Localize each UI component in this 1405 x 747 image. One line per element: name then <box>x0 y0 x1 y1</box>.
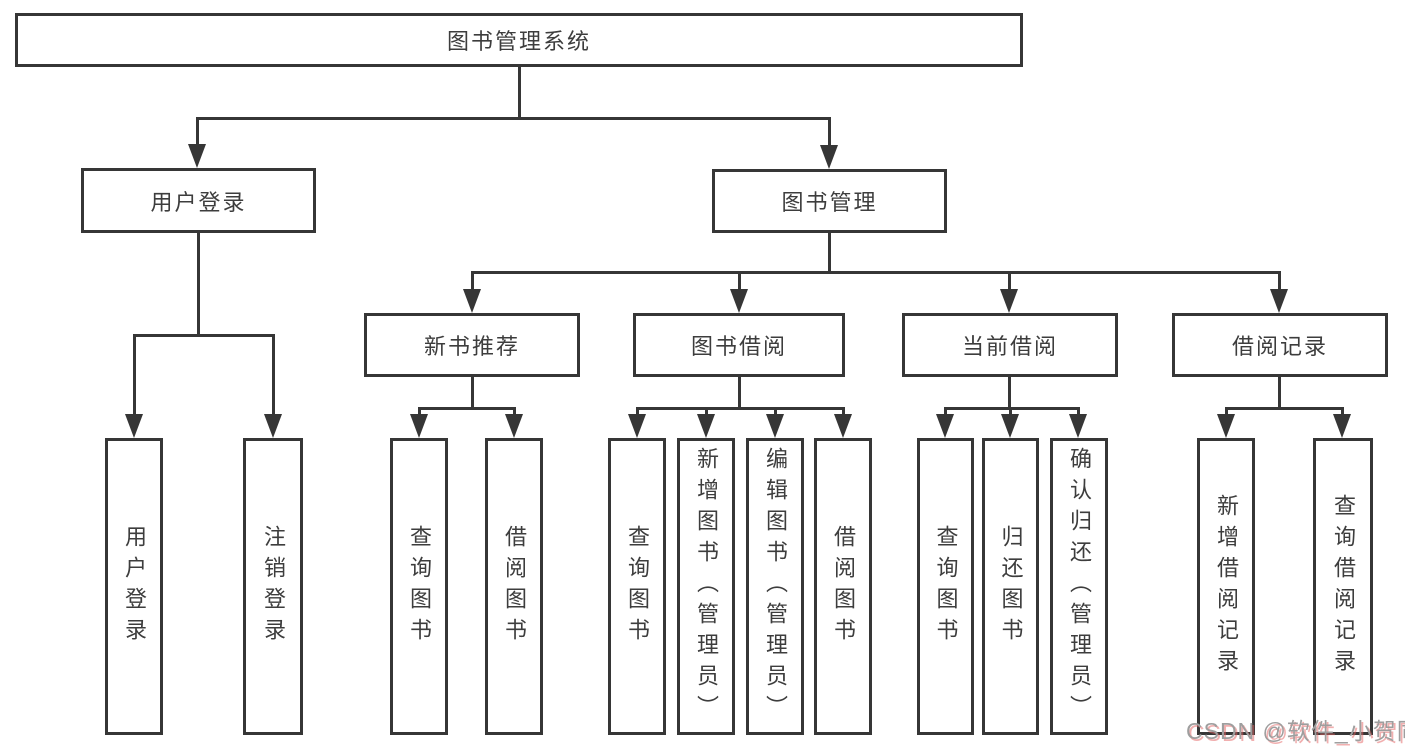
leaf-label: 新增图书（管理员） <box>694 447 719 726</box>
leaf-label: 用户登录 <box>122 524 147 649</box>
connector-line <box>196 117 199 147</box>
node-label: 图书借阅 <box>690 334 787 359</box>
leaf-label: 借阅图书 <box>831 524 856 649</box>
node-label: 图书管理系统 <box>446 29 591 54</box>
connector-arrow-down <box>834 414 852 438</box>
connector-line <box>828 231 831 273</box>
connector-line <box>705 407 708 417</box>
connector-line <box>636 407 845 410</box>
node-book-management: 图书管理 <box>712 169 947 233</box>
leaf-label: 编辑图书（管理员） <box>763 447 788 726</box>
connector-line <box>1225 407 1228 417</box>
connector-line <box>418 407 516 410</box>
connector-line <box>1009 407 1012 417</box>
connector-arrow-down <box>410 414 428 438</box>
connector-line <box>1341 407 1344 417</box>
leaf-query-borrow-record: 查询借阅记录 <box>1313 438 1373 735</box>
connector-line <box>197 231 200 336</box>
connector-arrow-down <box>505 414 523 438</box>
connector-arrow-down <box>820 145 838 169</box>
leaf-return-books: 归还图书 <box>982 438 1039 735</box>
connector-line <box>1077 407 1080 417</box>
connector-line <box>1008 271 1011 291</box>
leaf-confirm-return-admin: 确认归还（管理员） <box>1050 438 1108 735</box>
connector-arrow-down <box>1069 414 1087 438</box>
connector-line <box>944 407 947 417</box>
leaf-label: 借阅图书 <box>502 524 527 649</box>
connector-arrow-down <box>1270 289 1288 313</box>
connector-arrow-down <box>730 289 748 313</box>
leaf-add-borrow-record: 新增借阅记录 <box>1197 438 1255 735</box>
connector-line <box>196 117 831 120</box>
leaf-query-books-recommend: 查询图书 <box>390 438 448 735</box>
connector-line <box>828 117 831 147</box>
connector-line <box>518 66 521 119</box>
leaf-query-books-current: 查询图书 <box>917 438 974 735</box>
leaf-label: 注销登录 <box>261 524 286 649</box>
csdn-watermark: CSDN @软件_小贺同学 <box>1186 718 1405 744</box>
connector-line <box>1225 407 1344 410</box>
connector-arrow-down <box>1333 414 1351 438</box>
connector-arrow-down <box>1217 414 1235 438</box>
connector-line <box>944 407 1080 410</box>
connector-arrow-down <box>766 414 784 438</box>
connector-line <box>636 407 639 417</box>
connector-line <box>471 271 1281 274</box>
leaf-label: 确认归还（管理员） <box>1067 447 1092 726</box>
connector-line <box>133 334 136 416</box>
connector-line <box>774 407 777 417</box>
connector-arrow-down <box>463 289 481 313</box>
connector-arrow-down <box>936 414 954 438</box>
connector-arrow-down <box>697 414 715 438</box>
connector-line <box>842 407 845 417</box>
node-label: 新书推荐 <box>423 334 520 359</box>
connector-line <box>471 375 474 409</box>
node-current-borrowing: 当前借阅 <box>902 313 1118 377</box>
leaf-query-books-borrowing: 查询图书 <box>608 438 666 735</box>
node-book-borrowing: 图书借阅 <box>633 313 845 377</box>
connector-line <box>1008 375 1011 409</box>
leaf-label: 查询图书 <box>625 524 650 649</box>
connector-arrow-down <box>1000 289 1018 313</box>
connector-arrow-down <box>188 144 206 168</box>
node-label: 借阅记录 <box>1231 334 1328 359</box>
connector-line <box>471 271 474 291</box>
leaf-label: 归还图书 <box>998 524 1024 649</box>
connector-line <box>1278 271 1281 291</box>
node-label: 图书管理 <box>781 190 878 215</box>
connector-line <box>513 407 516 417</box>
connector-line <box>272 334 275 416</box>
node-borrowing-records: 借阅记录 <box>1172 313 1388 377</box>
connector-line <box>133 334 275 337</box>
connector-line <box>738 375 741 409</box>
leaf-label: 新增借阅记录 <box>1214 493 1239 680</box>
leaf-label: 查询图书 <box>407 524 432 649</box>
leaf-user-login: 用户登录 <box>105 438 163 735</box>
node-new-book-recommendation: 新书推荐 <box>364 313 580 377</box>
node-user-login: 用户登录 <box>81 168 316 233</box>
node-library-management-system: 图书管理系统 <box>15 13 1023 67</box>
connector-arrow-down <box>264 414 282 438</box>
connector-line <box>738 271 741 291</box>
leaf-logout: 注销登录 <box>243 438 303 735</box>
connector-line <box>1278 375 1281 409</box>
leaf-borrow-books-recommend: 借阅图书 <box>485 438 543 735</box>
node-label: 用户登录 <box>150 189 247 215</box>
leaf-label: 查询借阅记录 <box>1331 493 1356 680</box>
node-label: 当前借阅 <box>961 334 1058 359</box>
leaf-borrow-books-borrowing: 借阅图书 <box>814 438 872 735</box>
leaf-label: 查询图书 <box>933 524 959 649</box>
connector-arrow-down <box>1001 414 1019 438</box>
connector-line <box>418 407 421 417</box>
connector-arrow-down <box>628 414 646 438</box>
leaf-add-book-admin: 新增图书（管理员） <box>677 438 735 735</box>
connector-arrow-down <box>125 414 143 438</box>
leaf-edit-book-admin: 编辑图书（管理员） <box>746 438 804 735</box>
